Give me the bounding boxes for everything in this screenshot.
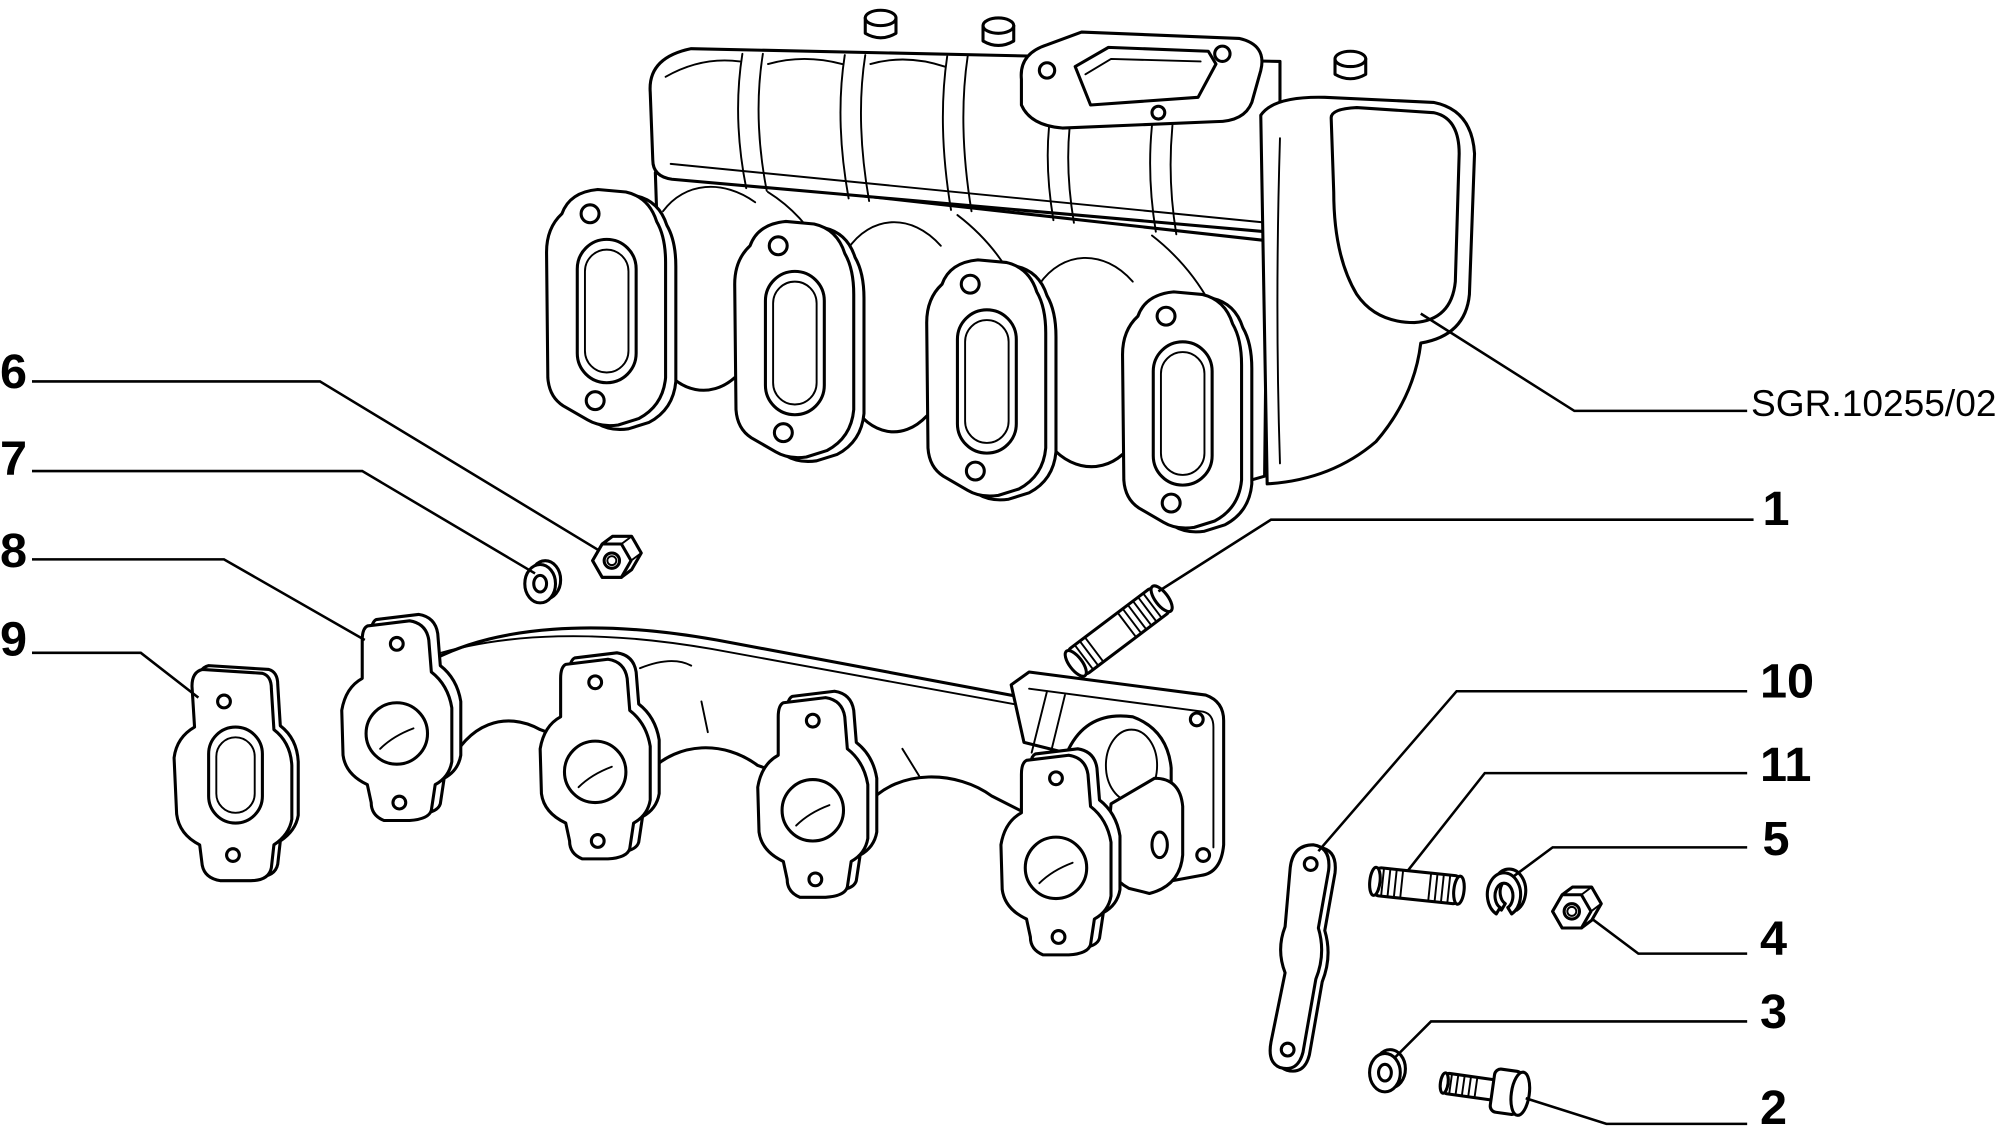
stud-11: [1368, 865, 1466, 906]
leader-line-4: [1591, 918, 1748, 955]
stud-end: [1063, 649, 1088, 678]
end-cap-face: [1329, 106, 1461, 325]
stud-end: [1149, 584, 1174, 614]
bolt-tip: [1438, 1071, 1450, 1095]
intake-flange-3: [925, 258, 1058, 502]
gasket-port: [207, 725, 264, 825]
pad-bolt: [1037, 61, 1057, 80]
lock-washer-face: [1485, 871, 1523, 916]
callout-1: 1: [1763, 482, 1790, 536]
pad-bolt: [1213, 44, 1232, 64]
end-cap-edge: [1276, 137, 1281, 465]
bolt-head-face: [1509, 1070, 1532, 1117]
hex-nut-6: [591, 534, 643, 579]
gasket-port-lip: [215, 736, 256, 814]
callout-6: 6: [0, 345, 27, 399]
stud-1: [1063, 584, 1174, 678]
leader-line-drawing-code: [1420, 312, 1748, 413]
rib: [737, 52, 768, 192]
plate-hole: [1279, 1041, 1296, 1058]
rib-crown: [664, 58, 946, 78]
plate-outline: [1268, 843, 1331, 1071]
leader-line-9: [31, 651, 200, 699]
washer-7: [523, 559, 563, 605]
stud-end: [1368, 865, 1382, 897]
bolt-thread: [1448, 1072, 1479, 1099]
plenum-bosses: [863, 8, 1368, 81]
rib: [1046, 120, 1075, 224]
leader-line-1: [1157, 518, 1754, 593]
manifold-top-edge: [431, 635, 1015, 705]
intake-flange-2: [733, 219, 866, 463]
port-opening: [1073, 45, 1218, 107]
stud-thread: [1380, 867, 1452, 905]
callout-8: 8: [0, 524, 27, 578]
pad-bolt: [1150, 104, 1167, 121]
plenum-ribs: [664, 52, 1178, 236]
rib: [941, 55, 973, 213]
bolt-2: [1438, 1067, 1532, 1117]
outlet-bolt-hole: [1188, 711, 1205, 728]
leader-line-11: [1406, 771, 1748, 872]
callout-10: 10: [1760, 655, 1814, 709]
callout-4: 4: [1760, 912, 1787, 966]
leader-lines: [31, 312, 1754, 1126]
boss-top: [863, 8, 898, 28]
manifold-crease: [639, 660, 920, 777]
outlet-bolt-hole: [1195, 847, 1212, 863]
leader-line-5: [1512, 846, 1748, 878]
boss-top: [1333, 49, 1368, 69]
intake-port-pad: [1019, 30, 1264, 130]
exhaust-flange-1: [340, 612, 463, 823]
callout-labels: 6 7 8 9 SGR.10255/02 1 10 11 5 4 3 2: [0, 345, 1997, 1129]
stud-thread: [1073, 592, 1163, 671]
washer-3: [1368, 1048, 1407, 1094]
outlet-plate-edge: [1028, 687, 1215, 849]
stud-end: [1452, 874, 1466, 906]
bracket-hole: [1150, 830, 1169, 860]
callout-9: 9: [0, 612, 27, 666]
runner-top: [846, 221, 942, 251]
callout-5: 5: [1763, 812, 1790, 866]
intake-end-cap: [1259, 95, 1477, 486]
leader-line-3: [1394, 1020, 1748, 1059]
lock-washer-5: [1485, 867, 1528, 916]
callout-7: 7: [0, 432, 27, 486]
runner-top: [662, 185, 757, 213]
leader-line-7: [31, 469, 536, 575]
outlet-strut: [1030, 690, 1066, 759]
gasket-bolt-hole: [216, 693, 232, 710]
intake-flange-4: [1121, 290, 1254, 534]
intake-manifold: [545, 8, 1477, 534]
bracket-plate-10: [1268, 843, 1337, 1073]
exhaust-manifold: [340, 612, 1226, 957]
drawing-code: SGR.10255/02: [1751, 382, 1997, 424]
callout-2: 2: [1760, 1081, 1787, 1129]
leader-line-8: [31, 558, 366, 642]
plate-hole: [1302, 856, 1319, 872]
exhaust-gasket: [172, 664, 300, 883]
callout-3: 3: [1760, 985, 1787, 1039]
rib: [839, 54, 871, 202]
port-edge: [1084, 57, 1202, 76]
rib: [1149, 124, 1178, 236]
boss-top: [981, 16, 1016, 35]
intake-flange-1: [545, 187, 678, 431]
callout-11: 11: [1760, 738, 1811, 792]
leader-line-10: [1317, 689, 1748, 853]
leader-line-2: [1525, 1097, 1748, 1126]
leader-line-6: [31, 380, 600, 552]
exhaust-outlet-flange: [1009, 670, 1226, 895]
gasket-bolt-hole: [225, 847, 241, 863]
runner-top: [1038, 256, 1134, 286]
